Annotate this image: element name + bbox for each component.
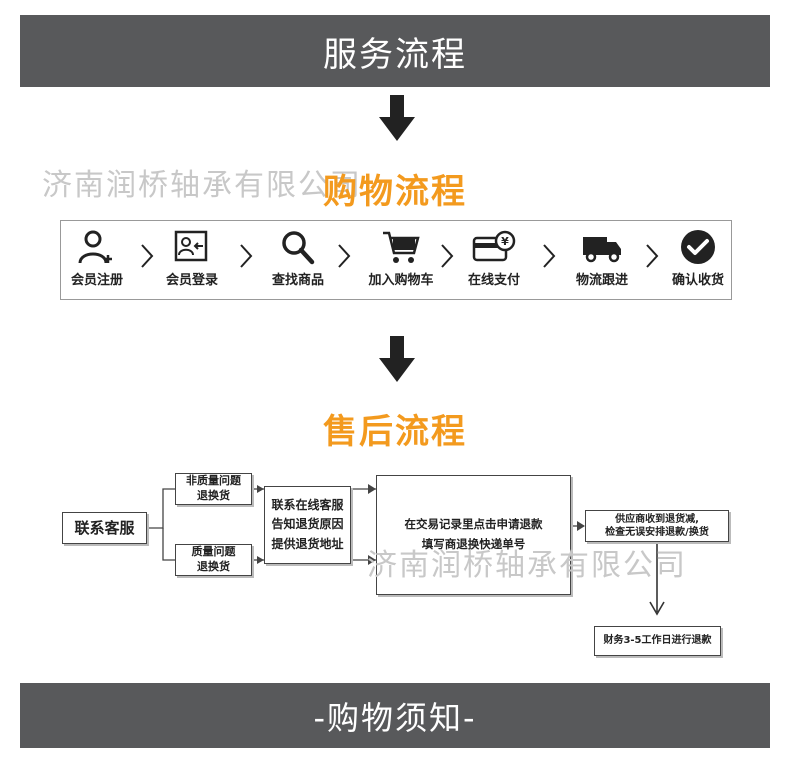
down-arrow-icon bbox=[379, 95, 415, 141]
step-label: 在线支付 bbox=[467, 273, 520, 288]
check-circle-icon bbox=[681, 230, 715, 264]
shopping-steps: 会员注册 会员登录 查找商品 加入购物车 ¥ bbox=[60, 220, 732, 300]
service-flow-banner: 服务流程 bbox=[20, 15, 770, 87]
chevron-right-icon bbox=[441, 244, 454, 268]
step-online-payment: ¥ 在线支付 bbox=[454, 229, 534, 288]
search-icon bbox=[282, 231, 315, 265]
down-arrow-icon bbox=[379, 336, 415, 382]
step-label: 加入购物车 bbox=[368, 273, 434, 288]
non-quality-return-box: 非质量问题 退换货 bbox=[175, 473, 252, 505]
chevron-right-icon bbox=[141, 244, 154, 268]
step-confirm-receipt: 确认收货 bbox=[658, 229, 738, 288]
step-member-register: 会员注册 bbox=[57, 229, 137, 288]
login-card-icon bbox=[174, 230, 208, 262]
step-label: 查找商品 bbox=[271, 273, 324, 288]
cart-icon bbox=[383, 231, 420, 263]
aftersale-flow-title: 售后流程 bbox=[323, 412, 467, 452]
contact-service-box: 联系客服 bbox=[62, 512, 147, 544]
step-member-login: 会员登录 bbox=[152, 229, 232, 288]
purchase-notice-banner: -购物须知- bbox=[20, 683, 770, 748]
step-label: 会员登录 bbox=[165, 273, 218, 288]
chevron-right-icon bbox=[646, 244, 659, 268]
step-label: 确认收货 bbox=[671, 273, 724, 288]
purchase-notice-title: -购物须知- bbox=[313, 698, 477, 737]
svg-text:¥: ¥ bbox=[501, 235, 509, 248]
finance-refund-box: 财务3-5工作日进行退款 bbox=[594, 626, 721, 656]
chevron-right-icon bbox=[543, 244, 556, 268]
step-search-goods: 查找商品 bbox=[258, 229, 338, 288]
quality-return-box: 质量问题 退换货 bbox=[175, 544, 252, 576]
notify-service-box: 联系在线客服 告知退货原因 提供退货地址 bbox=[264, 486, 351, 564]
step-logistics: 物流跟进 bbox=[562, 229, 642, 288]
service-flow-title: 服务流程 bbox=[323, 34, 467, 75]
payment-card-icon: ¥ bbox=[472, 230, 516, 262]
supplier-check-box: 供应商收到退货减, 检查无误安排退款/换货 bbox=[585, 510, 729, 542]
chevron-right-icon bbox=[240, 244, 253, 268]
step-label: 会员注册 bbox=[70, 273, 123, 288]
apply-refund-box: 在交易记录里点击申请退款 填写商退换快递单号 bbox=[376, 475, 571, 595]
step-add-cart: 加入购物车 bbox=[361, 229, 441, 288]
shopping-flow-title: 购物流程 bbox=[323, 172, 467, 212]
truck-icon bbox=[583, 237, 621, 263]
step-label: 物流跟进 bbox=[575, 273, 628, 288]
user-add-icon bbox=[78, 230, 112, 264]
chevron-right-icon bbox=[338, 244, 351, 268]
